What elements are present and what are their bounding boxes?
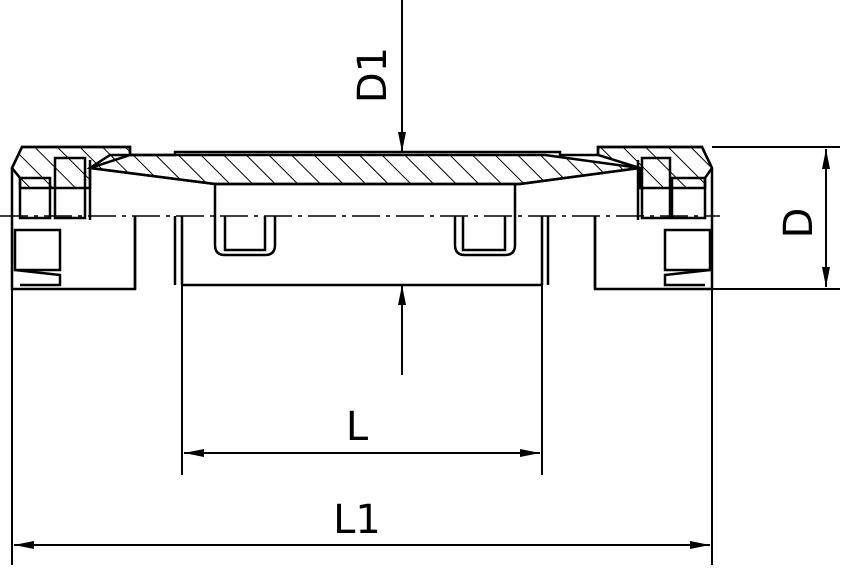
dimension-l1 — [11, 289, 713, 565]
dimension-l — [181, 285, 543, 475]
label-d: D — [776, 208, 822, 239]
dimension-d — [712, 146, 840, 290]
label-d1: D1 — [350, 47, 396, 103]
internal-details — [13, 156, 712, 287]
label-l: L — [346, 404, 369, 450]
label-l1: L1 — [333, 497, 381, 543]
